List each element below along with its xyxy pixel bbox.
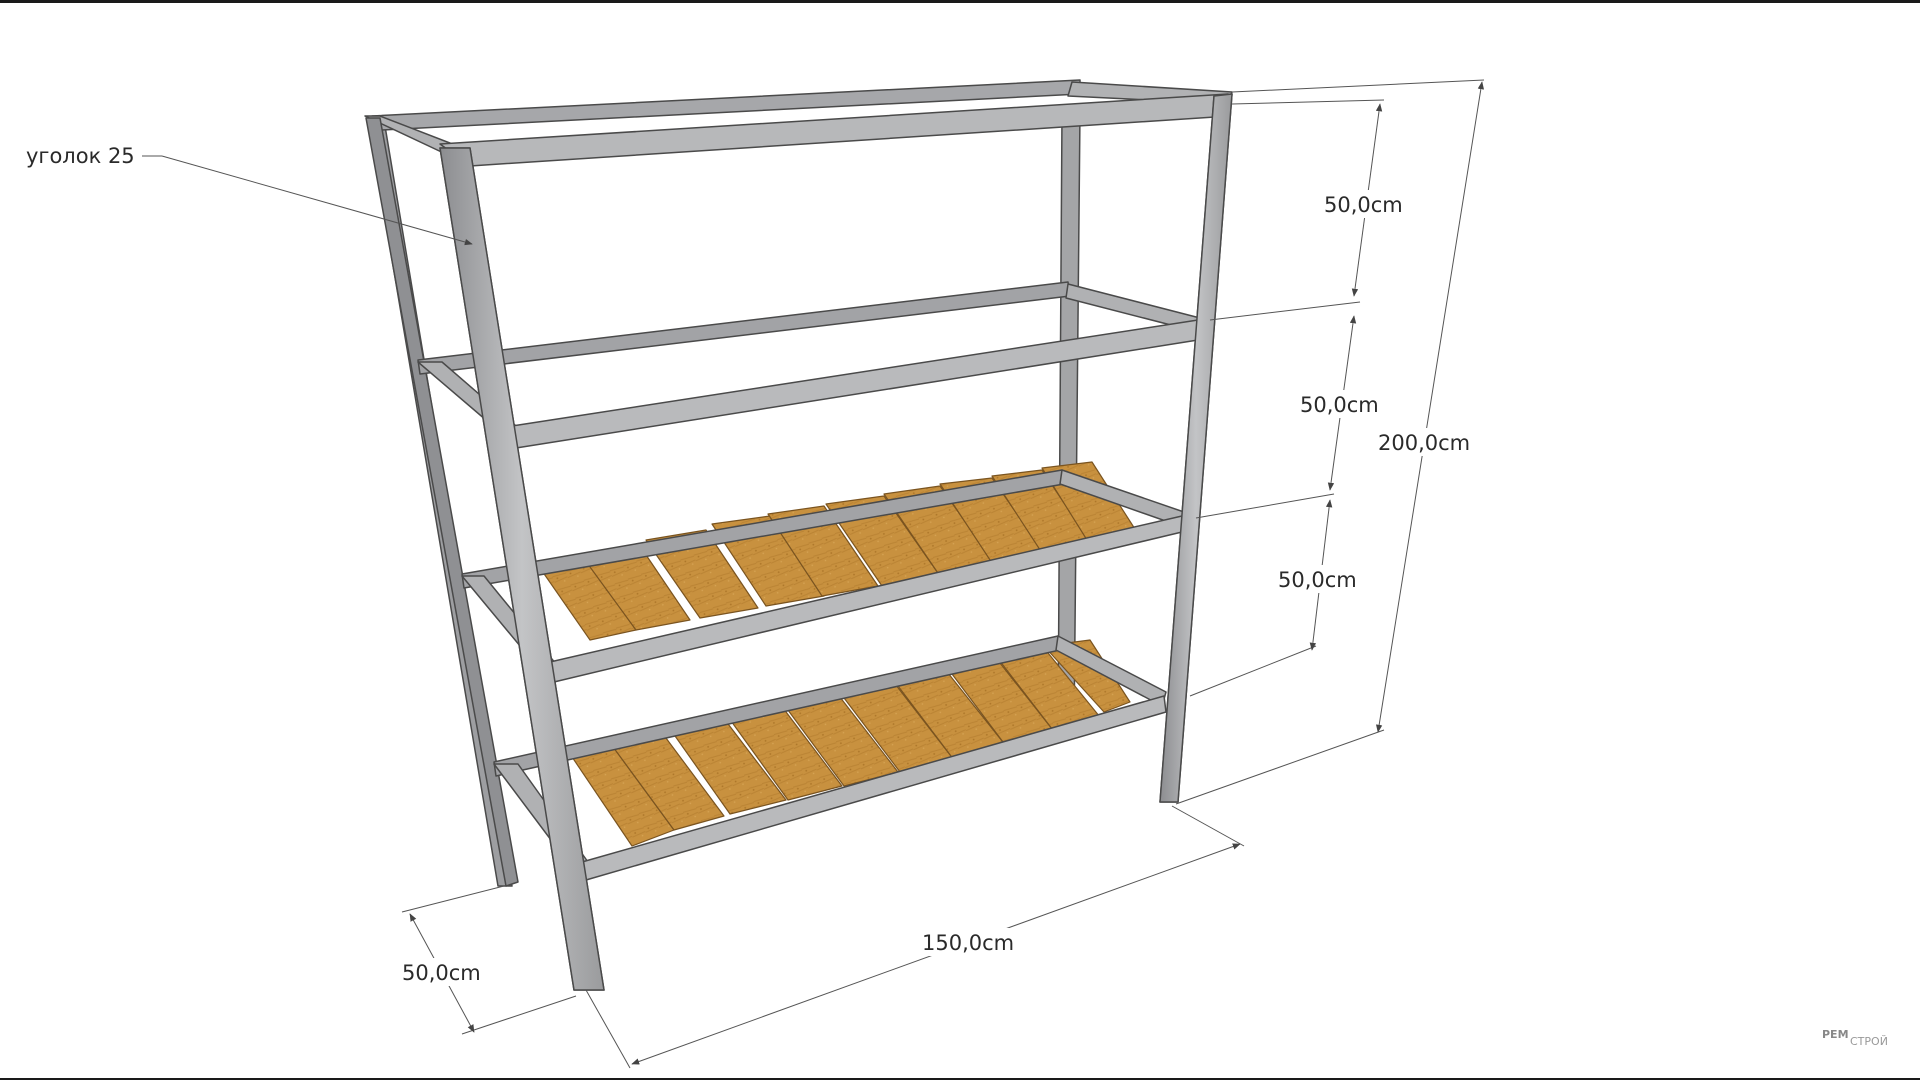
dimension-labels: 50,0cm 50,0cm 50,0cm 200,0cm 150,0cm 50,…: [398, 190, 1478, 986]
watermark-logo: РЕМ СТРОЙ: [1822, 1028, 1888, 1048]
shelf3-slats: [539, 461, 1143, 641]
svg-text:РЕМ: РЕМ: [1822, 1028, 1849, 1041]
extension-line: [1209, 301, 1361, 321]
dim-label-top-gap: 50,0cm: [1324, 193, 1403, 217]
svg-text:СТРОЙ: СТРОЙ: [1850, 1035, 1888, 1048]
dim-label-total-height: 200,0cm: [1378, 431, 1470, 455]
callout-leader-diagonal: [161, 155, 473, 246]
extension-line: [1231, 99, 1385, 105]
shelf4-slat: [1043, 639, 1131, 713]
upright-front-right-overlay: [1159, 93, 1233, 803]
dim-label-depth: 50,0cm: [402, 961, 481, 985]
extension-line: [1171, 805, 1245, 847]
extension-line: [461, 995, 577, 1035]
extension-line: [1175, 729, 1385, 805]
extension-line: [585, 989, 631, 1069]
extension-line: [1195, 493, 1335, 519]
dim-label-middle-gap: 50,0cm: [1300, 393, 1379, 417]
shelf-frame: [364, 79, 1233, 991]
shelf4-slats: [565, 639, 1131, 847]
extension-line: [1189, 645, 1317, 697]
extension-line: [401, 885, 505, 913]
dim-line-total-height: [1375, 81, 1485, 733]
dim-label-lower-gap: 50,0cm: [1278, 568, 1357, 592]
callout-label: уголок 25: [26, 144, 135, 168]
angle-callout: уголок 25: [26, 144, 473, 246]
upright-front-left-overlay: [439, 147, 605, 991]
upright-rear-left-outer: [365, 117, 519, 887]
dim-label-width: 150,0cm: [922, 931, 1014, 955]
